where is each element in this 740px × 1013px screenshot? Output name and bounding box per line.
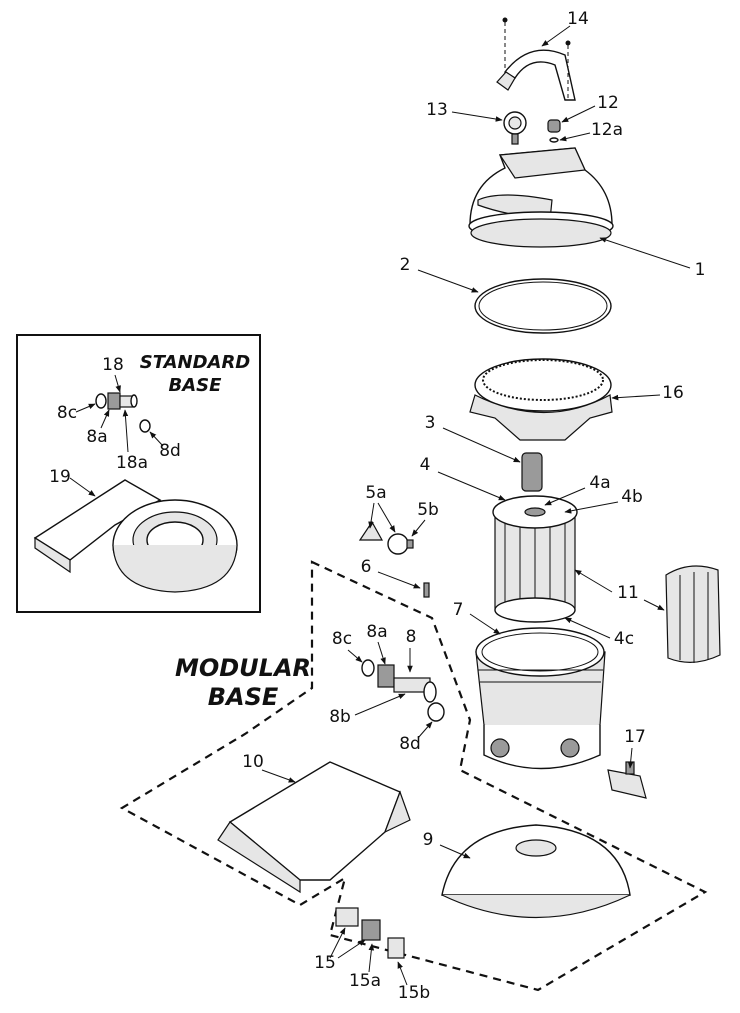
part-13-gauge — [503, 111, 527, 145]
part-4-cartridge-assembly — [492, 495, 578, 623]
part-12-air-valve — [547, 119, 561, 143]
callout-8c: 8c — [332, 629, 352, 649]
callout-4a: 4a — [589, 473, 610, 493]
standard-base-inset: STANDARD BASE 18 8c 8a 18a 8d 19 — [16, 334, 261, 613]
callout-7: 7 — [453, 600, 464, 620]
modular-title-line2: BASE — [208, 683, 279, 711]
standard-base-19 — [33, 479, 238, 593]
inset-title-line2: BASE — [169, 375, 223, 396]
callout-2: 2 — [400, 255, 411, 275]
part-1-tank-lid — [468, 147, 614, 248]
callout-15b: 15b — [398, 983, 430, 1003]
callout-11: 11 — [617, 583, 639, 603]
callout-8b: 8b — [329, 707, 351, 727]
callout-18: 18 — [102, 355, 124, 375]
callout-8c-inset: 8c — [57, 403, 77, 423]
modular-base-outline — [119, 560, 708, 992]
part-17-union-fitting — [607, 761, 647, 799]
part-15-bulkhead-fittings — [335, 907, 405, 959]
part-2-o-ring — [474, 278, 612, 334]
callout-4b: 4b — [621, 487, 643, 507]
callout-13: 13 — [426, 100, 448, 120]
part-14-handle — [496, 17, 576, 101]
inset-title-line1: STANDARD — [140, 352, 251, 373]
callout-8d-inset: 8d — [159, 441, 181, 461]
callout-12a: 12a — [591, 120, 623, 140]
part-10-base-plate — [217, 761, 411, 894]
callout-16: 16 — [662, 383, 684, 403]
callout-12: 12 — [597, 93, 619, 113]
part-3-air-relief-tube — [521, 452, 543, 492]
part-7-tank-body — [475, 627, 606, 770]
callout-3: 3 — [425, 413, 436, 433]
callout-8a: 8a — [366, 622, 387, 642]
callout-8d: 8d — [399, 734, 421, 754]
callout-4: 4 — [420, 455, 431, 475]
callout-6: 6 — [361, 557, 372, 577]
callout-1: 1 — [695, 260, 706, 280]
part-5-drain-cap — [358, 520, 414, 555]
callout-5a: 5a — [365, 483, 386, 503]
part-11-cartridge-element — [665, 565, 721, 663]
callout-5b: 5b — [417, 500, 439, 520]
part-16-clamp-ring — [469, 358, 613, 441]
callout-9: 9 — [423, 830, 434, 850]
callout-15: 15 — [314, 953, 336, 973]
callout-8a-inset: 8a — [86, 427, 107, 447]
callout-18a: 18a — [116, 453, 148, 473]
callout-8: 8 — [406, 627, 417, 647]
callout-14: 14 — [567, 9, 589, 29]
callout-15a: 15a — [349, 971, 381, 991]
part-6-screw — [423, 582, 430, 598]
modular-title-line1: MODULAR — [175, 654, 311, 682]
callout-19: 19 — [49, 467, 71, 487]
standard-fitting-18 — [95, 392, 151, 433]
callout-17: 17 — [624, 727, 646, 747]
part-8-modular-fitting — [361, 659, 445, 722]
callout-4c: 4c — [614, 629, 634, 649]
callout-10: 10 — [242, 752, 264, 772]
part-9-base-dome — [441, 824, 631, 919]
